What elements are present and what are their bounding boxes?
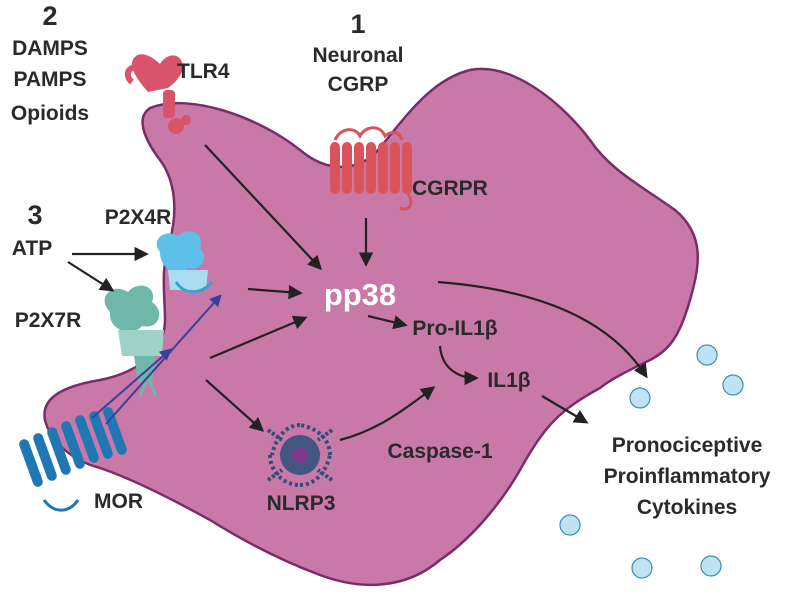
atp-to-p2x7r-arrow — [67, 261, 115, 292]
cytokine-particle — [696, 344, 718, 366]
step2-line1: DAMPS — [12, 37, 88, 60]
step3-number: 3 — [27, 200, 42, 230]
p2x7r-to-nlrp3-arrow — [205, 379, 265, 432]
cytokine-particle — [631, 557, 653, 579]
pp38-to-cytokines-arrow — [437, 280, 648, 379]
atp-label: ATP — [12, 237, 52, 260]
cytokines-line1: Pronociceptive — [612, 434, 763, 457]
mor-to-p2x7r-arrow — [91, 348, 172, 419]
cgrpr-icon — [330, 126, 413, 211]
cgrpr-label: CGRPR — [412, 177, 488, 200]
nlrp3-label: NLRP3 — [267, 492, 336, 515]
pro-il1b-to-il1b-arrow — [438, 345, 479, 386]
p2x7r-to-pp38-arrow — [209, 315, 308, 360]
cytokine-particle — [700, 555, 722, 577]
step1-number: 1 — [350, 9, 365, 39]
p2x4r-to-pp38-arrow — [247, 284, 303, 300]
cytokines-line3: Cytokines — [637, 496, 737, 519]
mor-to-p2x4r-arrow — [105, 294, 222, 425]
step1-line1: Neuronal — [312, 44, 403, 67]
cytokine-particle — [629, 387, 651, 409]
pro-il1b-label: Pro-IL1β — [412, 317, 497, 340]
mor-icon — [19, 407, 127, 512]
cytokines-line2: Proinflammatory — [604, 465, 771, 488]
tlr4-label: TLR4 — [177, 60, 230, 83]
step1-line2: CGRP — [328, 73, 389, 96]
tlr4-to-pp38-arrow — [204, 144, 322, 271]
pp38-label: pp38 — [324, 277, 396, 312]
cytokine-particle — [559, 514, 581, 536]
p2x7r-label: P2X7R — [15, 309, 82, 332]
tlr4-icon — [124, 54, 191, 134]
mor-label: MOR — [94, 490, 143, 513]
p2x4r-icon — [156, 231, 214, 294]
step2-line2: PAMPS — [13, 68, 86, 91]
pp38-to-pro-il1b-arrow — [367, 314, 408, 330]
il1b-to-cytokines-arrow — [541, 395, 589, 424]
step2-number: 2 — [42, 1, 57, 31]
caspase1-label: Caspase-1 — [387, 440, 492, 463]
nlrp3-icon — [266, 423, 334, 487]
nlrp3-to-il1b-arrow — [339, 386, 436, 442]
p2x4r-label: P2X4R — [105, 206, 172, 229]
il1b-label: IL1β — [487, 369, 530, 392]
step2-line3: Opioids — [11, 102, 89, 125]
cytokine-particle — [722, 374, 744, 396]
